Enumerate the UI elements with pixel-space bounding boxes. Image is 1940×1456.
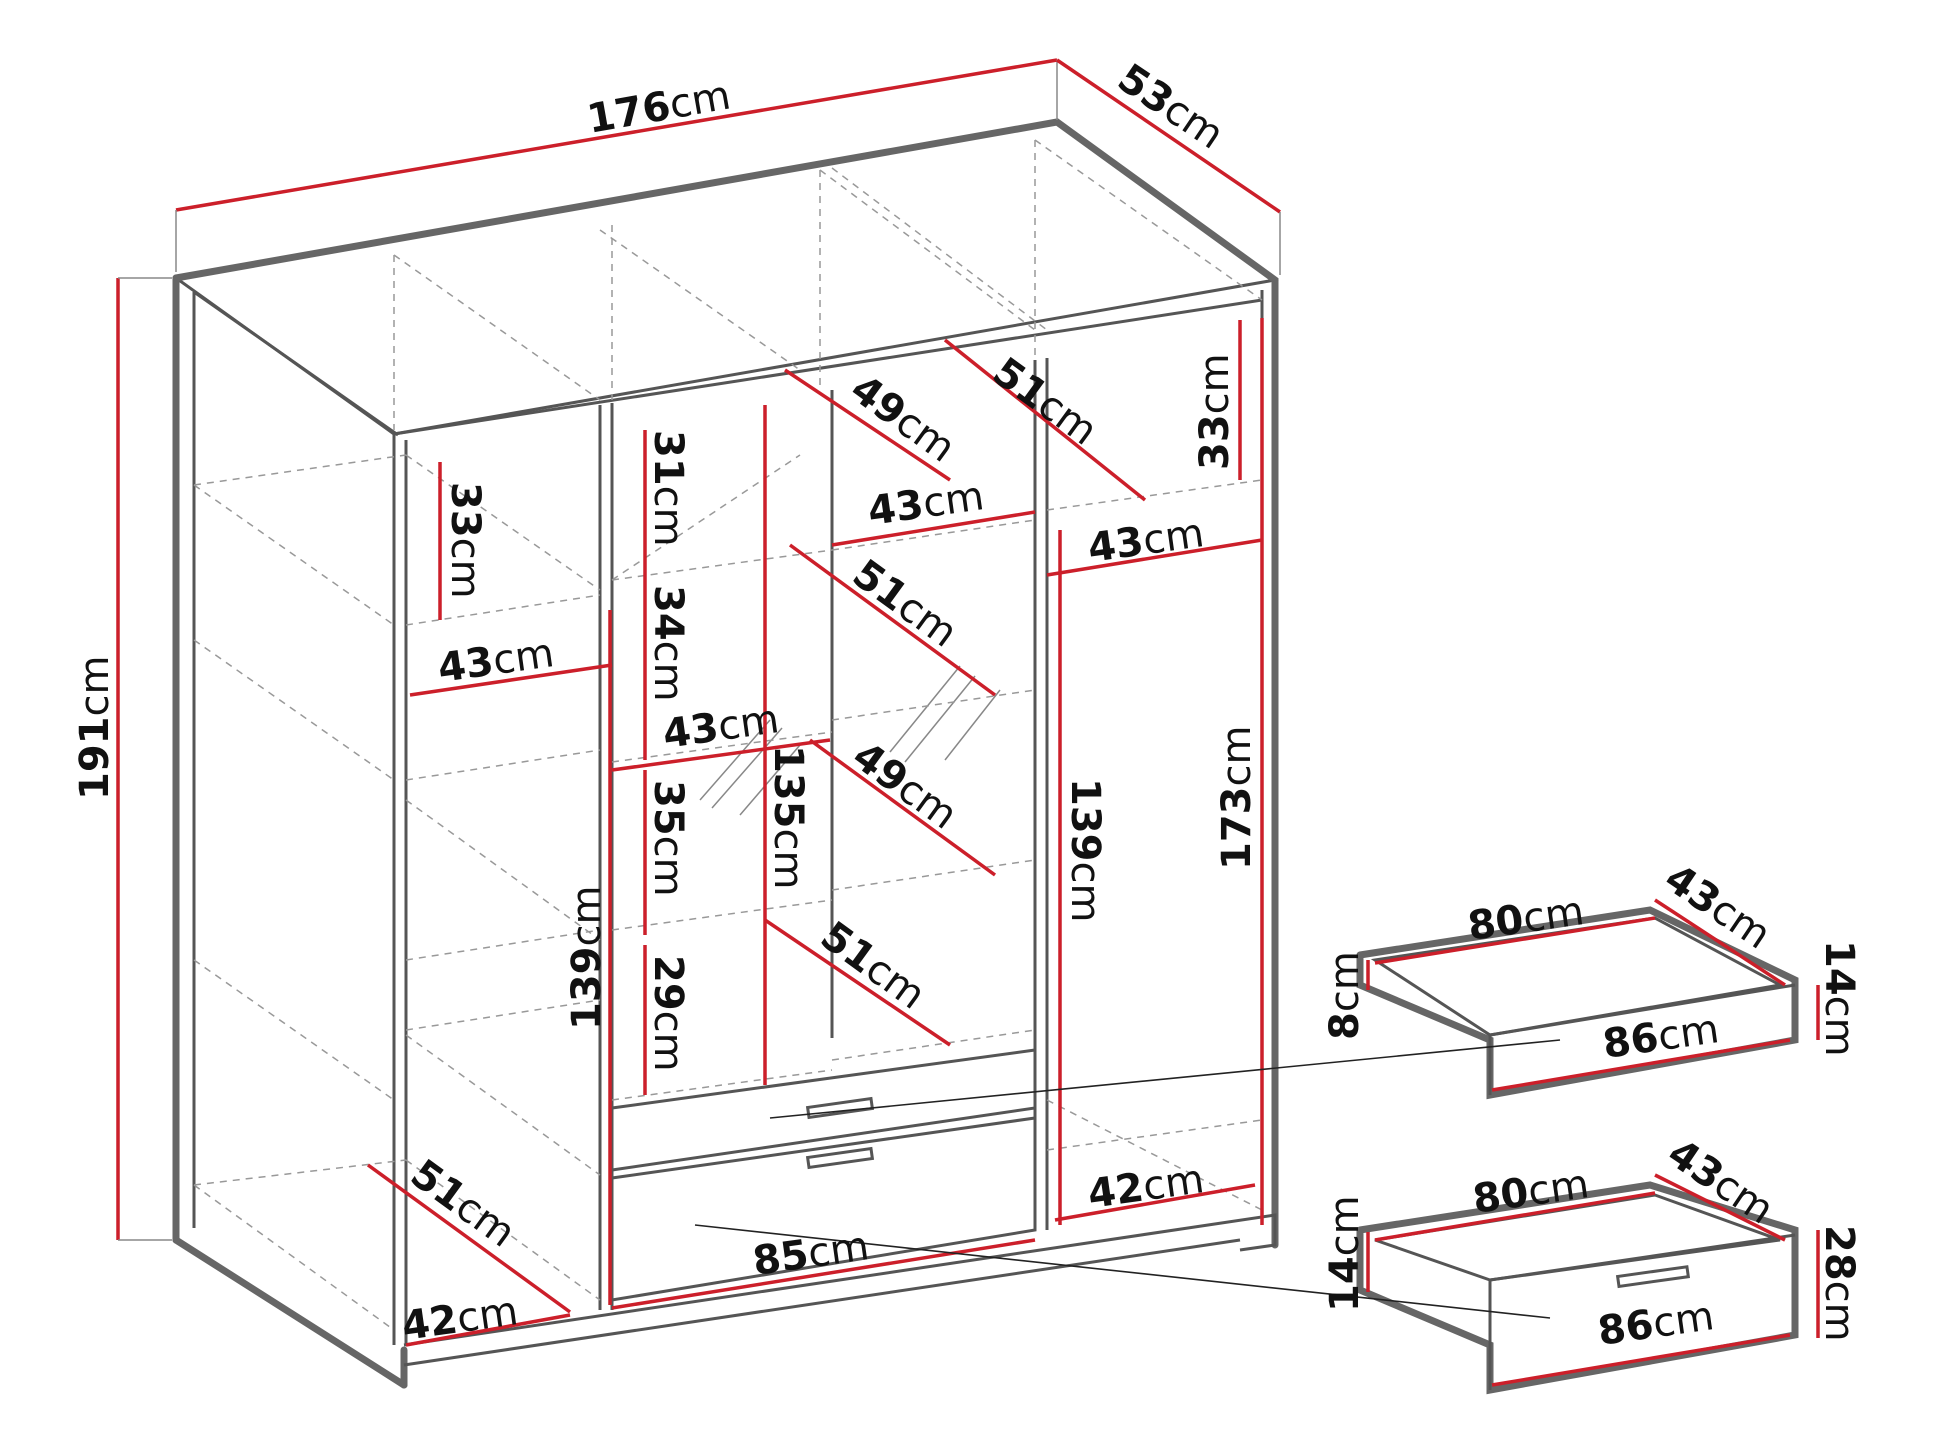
label-mid-shelf-width: 43cm: [660, 696, 782, 758]
label-mid-shelf-depth-1: 51cm: [844, 551, 965, 657]
label-drawer2-front-height: 28cm: [1816, 1225, 1862, 1342]
label-mid-total-height: 135cm: [765, 745, 811, 889]
label-drawer1-inner-width: 80cm: [1465, 888, 1587, 950]
label-right-total-height: 173cm: [1214, 726, 1260, 870]
label-right-top-height: 33cm: [1192, 353, 1238, 470]
label-overall-height: 191cm: [72, 656, 118, 800]
label-right-bottom-width: 42cm: [1085, 1156, 1207, 1218]
label-drawer1-side-height: 8cm: [1322, 951, 1368, 1040]
label-mid-shelf-4-height: 29cm: [645, 955, 691, 1072]
drawer-2-detail: [1356, 1181, 1799, 1395]
label-drawer2-side-height: 14cm: [1322, 1195, 1368, 1312]
label-left-bottom-width: 42cm: [399, 1288, 521, 1350]
label-drawer1-front-width: 86cm: [1600, 1006, 1722, 1068]
label-drawer2-front-width: 86cm: [1595, 1293, 1717, 1355]
dimension-lines: [116, 58, 1820, 1387]
label-left-shelf-width: 43cm: [435, 630, 557, 692]
hidden-lines: [193, 139, 1263, 1331]
label-left-section-height: 139cm: [564, 886, 610, 1030]
label-left-top-shelf-height: 33cm: [442, 482, 488, 599]
label-right-section-height: 139cm: [1062, 778, 1108, 922]
label-drawer1-front-height: 14cm: [1816, 940, 1862, 1057]
label-mid-shelf-1-height: 31cm: [645, 430, 691, 547]
label-mid-drawer-width: 85cm: [750, 1223, 872, 1285]
label-drawer2-inner-width: 80cm: [1470, 1161, 1592, 1223]
label-right-shelf-width: 43cm: [1085, 510, 1207, 572]
label-mid-shelf-depth-2: 49cm: [844, 733, 965, 839]
label-mid-shelf-2-height: 34cm: [645, 585, 691, 702]
label-right-top-depth: 51cm: [984, 349, 1105, 455]
label-mid-shelf-3-height: 35cm: [645, 780, 691, 897]
label-overall-width: 176cm: [584, 72, 734, 142]
label-mid-top-width: 43cm: [865, 473, 987, 535]
